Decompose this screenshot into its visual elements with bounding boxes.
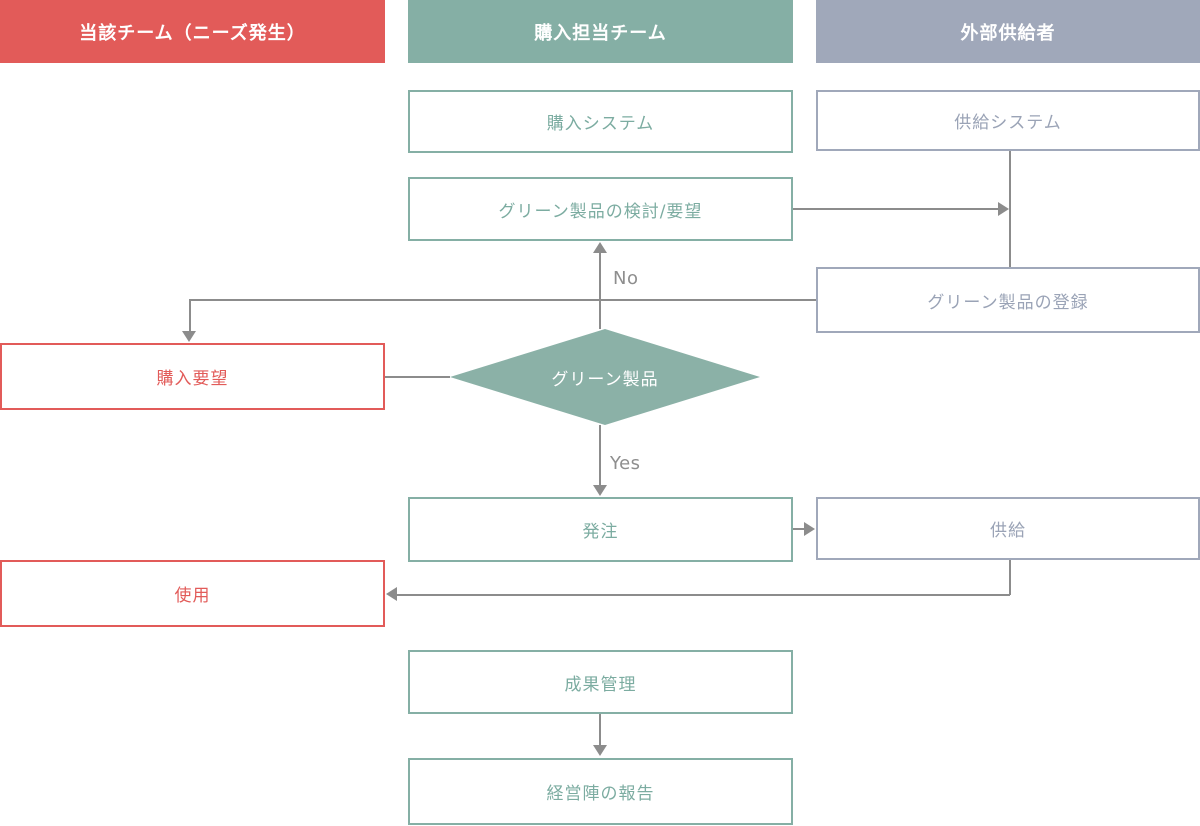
connector-supply-to-use-h xyxy=(397,594,1010,596)
connector-request-to-decision xyxy=(385,376,450,378)
connector-supplysystem-to-registration xyxy=(1009,151,1011,267)
connector-supply-to-use-v xyxy=(1009,560,1011,595)
node-purchase-request: 購入要望 xyxy=(0,343,385,410)
arrowhead-down xyxy=(593,745,607,756)
node-supply-system: 供給システム xyxy=(816,90,1200,151)
arrowhead-up xyxy=(593,242,607,253)
lane-header-purchasing-team: 購入担当チーム xyxy=(408,0,793,63)
connector-review-to-registration xyxy=(793,208,998,210)
connector-order-to-supply xyxy=(793,528,804,530)
arrowhead-right xyxy=(998,202,1009,216)
arrowhead-down xyxy=(593,485,607,496)
connector-decision-no xyxy=(599,253,601,329)
arrowhead-right xyxy=(804,522,815,536)
node-green-product-review: グリーン製品の検討/要望 xyxy=(408,177,793,241)
arrowhead-down xyxy=(182,331,196,342)
edge-label-yes: Yes xyxy=(610,453,641,474)
connector-registration-to-request-h xyxy=(189,299,816,301)
node-use: 使用 xyxy=(0,560,385,627)
connector-decision-yes xyxy=(599,425,601,487)
node-management-report: 経営陣の報告 xyxy=(408,758,793,825)
arrowhead-left xyxy=(386,587,397,601)
edge-label-no: No xyxy=(613,268,639,289)
node-green-product-registration: グリーン製品の登録 xyxy=(816,267,1200,333)
node-purchase-system: 購入システム xyxy=(408,90,793,153)
connector-results-to-report xyxy=(599,714,601,747)
node-results-management: 成果管理 xyxy=(408,650,793,714)
node-order: 発注 xyxy=(408,497,793,562)
decision-diamond-shape xyxy=(450,329,760,425)
lane-header-team: 当該チーム（ニーズ発生） xyxy=(0,0,385,63)
decision-label: グリーン製品 xyxy=(551,369,659,390)
node-decision-green-product: グリーン製品 xyxy=(450,329,760,425)
node-supply: 供給 xyxy=(816,497,1200,560)
lane-header-external-supplier: 外部供給者 xyxy=(816,0,1200,63)
connector-registration-to-request-v xyxy=(189,299,191,333)
